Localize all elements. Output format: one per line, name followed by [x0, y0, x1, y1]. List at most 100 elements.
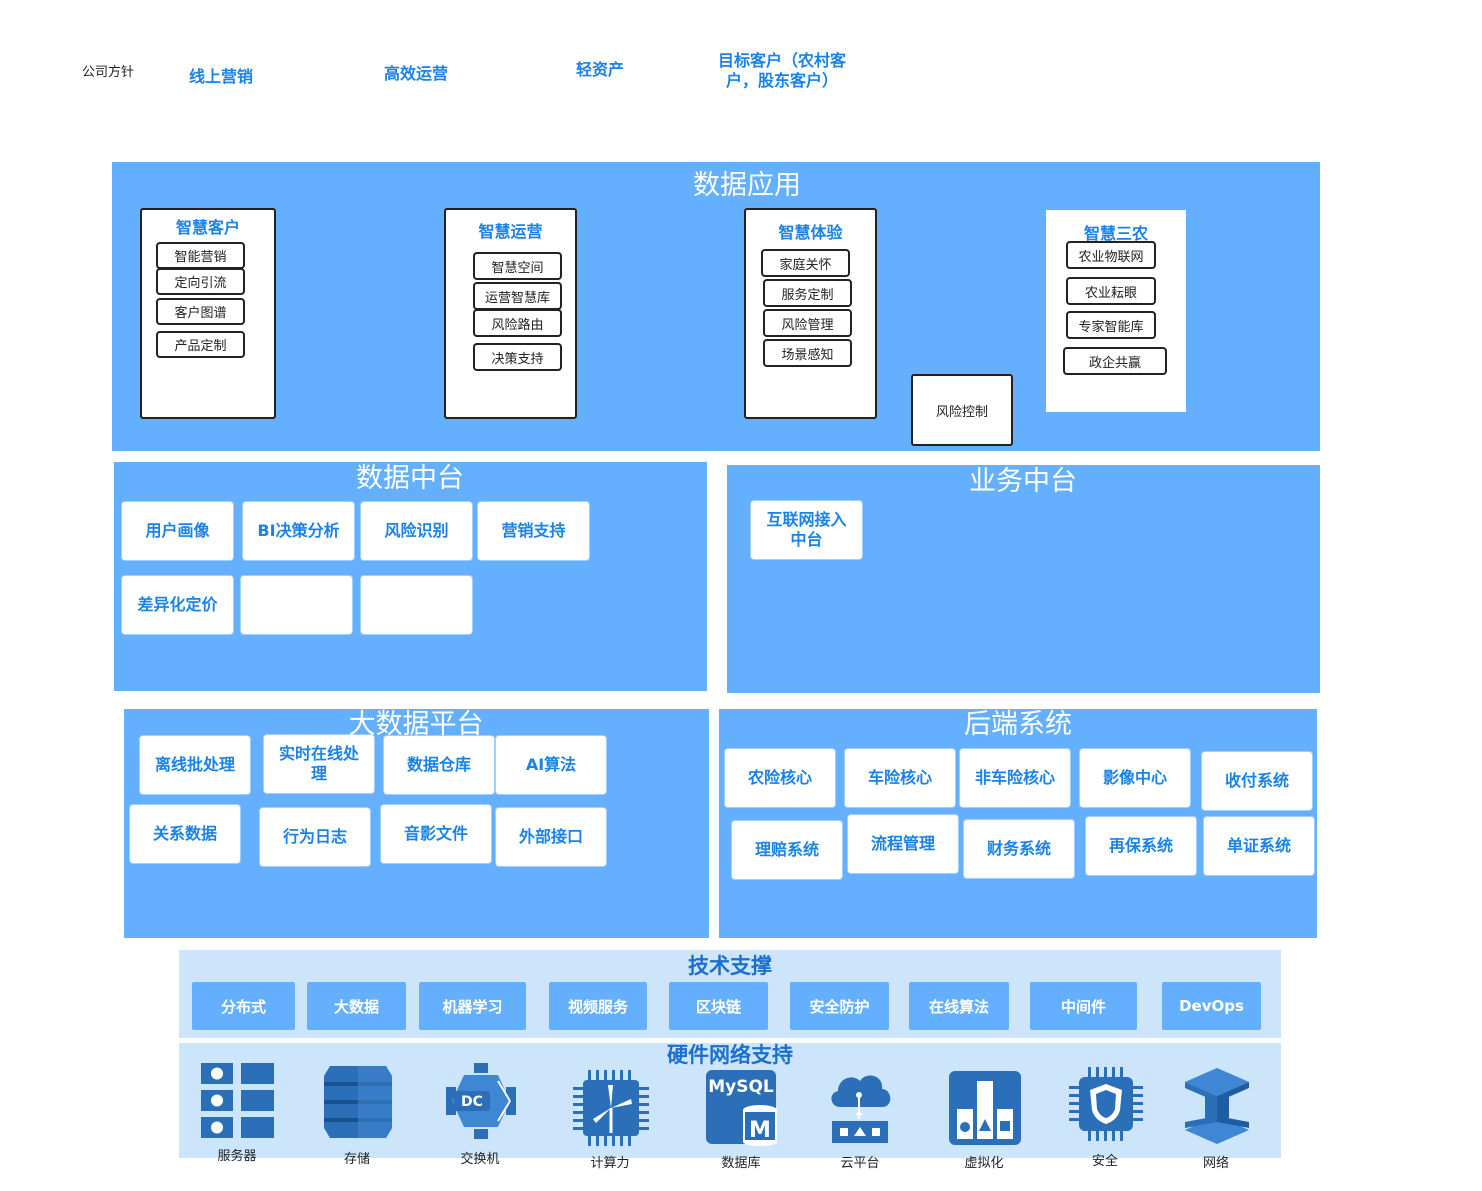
backend-tile[interactable]: 影像中心: [1080, 749, 1190, 807]
big-data-platform-panel: 大数据平台 离线批处理 实时在线处 理 数据仓库 AI算法 关系数据 行为日志 …: [124, 709, 709, 938]
big-data-tile[interactable]: 外部接口: [496, 808, 606, 866]
data-application-title: 数据应用: [693, 170, 801, 201]
tech-support-band: 技术支撑 分布式 大数据 机器学习 视频服务 区块链 安全防护 在线算法 中间件…: [179, 950, 1281, 1038]
smart-customer-item[interactable]: 客户图谱: [156, 298, 245, 325]
compute-icon: [573, 1070, 649, 1146]
hardware-label: 网络: [1202, 1156, 1230, 1171]
mysql-m-badge: M: [749, 1118, 771, 1143]
smart-customer-card: 智慧客户 智能营销 定向引流 客户图谱 产品定制: [140, 208, 276, 419]
smart-agriculture-title: 智慧三农: [1083, 224, 1148, 243]
smart-operation-title: 智慧运营: [478, 222, 543, 241]
backend-systems-title: 后端系统: [964, 709, 1072, 740]
risk-control-label: 风险控制: [935, 404, 988, 420]
storage-icon: [324, 1066, 392, 1138]
switch-icon: DC: [446, 1063, 516, 1139]
smart-agriculture-item[interactable]: 专家智能库: [1066, 311, 1156, 339]
tech-support-title: 技术支撑: [688, 954, 772, 978]
big-data-tile[interactable]: 实时在线处 理: [264, 735, 374, 793]
network-icon: [1185, 1068, 1249, 1144]
virtualization-icon: [949, 1071, 1021, 1145]
data-mid-tile[interactable]: BI决策分析: [243, 502, 354, 560]
security-icon: [1069, 1067, 1143, 1141]
hardware-label: 交换机: [460, 1152, 500, 1167]
smart-agriculture-card: 智慧三农 农业物联网 农业耘眼 专家智能库 政企共赢: [1046, 210, 1186, 412]
hardware-label: 虚拟化: [964, 1156, 1004, 1171]
tech-tile[interactable]: 视频服务: [549, 982, 647, 1030]
business-middle-platform-panel: 业务中台 互联网接入 中台: [727, 465, 1320, 693]
target-customer-line2: 户，股东客户）: [725, 71, 838, 90]
data-mid-tile[interactable]: 差异化定价: [122, 576, 233, 634]
smart-customer-title: 智慧客户: [175, 218, 240, 237]
backend-systems-panel: 后端系统 农险核心 车险核心 非车险核心 影像中心 收付系统 理赔系统 流程管理…: [719, 709, 1317, 938]
cloud-icon: [831, 1075, 891, 1143]
smart-customer-item[interactable]: 智能营销: [156, 242, 245, 269]
backend-tile[interactable]: 车险核心: [845, 749, 955, 807]
target-customer-line1: 目标客户（农村客: [717, 51, 846, 70]
tech-tile[interactable]: 机器学习: [419, 982, 526, 1030]
smart-experience-item[interactable]: 场景感知: [763, 339, 852, 367]
smart-experience-title: 智慧体验: [778, 223, 843, 242]
hardware-label: 云平台: [840, 1156, 880, 1171]
hardware-support-title: 硬件网络支持: [667, 1043, 793, 1067]
smart-operation-item[interactable]: 决策支持: [473, 343, 562, 371]
strategy-online-marketing: 线上营销: [188, 67, 253, 86]
big-data-tile[interactable]: 离线批处理: [140, 736, 250, 794]
switch-badge: DC: [461, 1094, 483, 1110]
tech-tile[interactable]: DevOps: [1162, 982, 1261, 1030]
smart-experience-item[interactable]: 服务定制: [763, 279, 852, 307]
realtime-line2: 理: [310, 764, 327, 783]
smart-operation-item[interactable]: 风险路由: [473, 309, 562, 337]
backend-tile[interactable]: 理赔系统: [732, 821, 842, 879]
smart-experience-item[interactable]: 家庭关怀: [761, 249, 850, 277]
smart-operation-item[interactable]: 智慧空间: [473, 252, 562, 280]
internet-access-tile[interactable]: 互联网接入 中台: [751, 501, 862, 559]
tech-tile[interactable]: 在线算法: [909, 982, 1009, 1030]
big-data-tile[interactable]: 数据仓库: [384, 736, 494, 794]
smart-agriculture-item[interactable]: 政企共赢: [1063, 347, 1167, 375]
backend-tile[interactable]: 单证系统: [1204, 817, 1314, 875]
big-data-tile[interactable]: AI算法: [496, 736, 606, 794]
strategy-light-asset: 轻资产: [575, 60, 624, 79]
header-label: 公司方针: [82, 65, 135, 80]
data-middle-platform-panel: 数据中台 用户画像 BI决策分析 风险识别 营销支持 差异化定价: [114, 462, 707, 691]
big-data-tile[interactable]: 行为日志: [260, 808, 370, 866]
data-application-panel: 数据应用 智慧客户 智能营销 定向引流 客户图谱 产品定制 智慧运营 智慧空间 …: [112, 162, 1320, 451]
big-data-tile[interactable]: 音影文件: [381, 805, 491, 863]
backend-tile[interactable]: 农险核心: [725, 749, 835, 807]
hardware-label: 计算力: [590, 1156, 630, 1171]
data-middle-platform-title: 数据中台: [356, 463, 464, 494]
smart-experience-item[interactable]: 风险管理: [763, 309, 852, 337]
data-mid-tile[interactable]: 营销支持: [478, 502, 589, 560]
tech-tile[interactable]: 分布式: [192, 982, 295, 1030]
risk-control-box[interactable]: 风险控制: [911, 374, 1013, 446]
hardware-label: 存储: [343, 1152, 371, 1167]
backend-tile[interactable]: 再保系统: [1086, 817, 1196, 875]
internet-access-line2: 中台: [790, 530, 823, 549]
internet-access-line1: 互联网接入: [766, 510, 847, 529]
smart-customer-item[interactable]: 定向引流: [156, 268, 245, 295]
backend-tile[interactable]: 流程管理: [848, 815, 958, 873]
business-middle-platform-title: 业务中台: [969, 466, 1077, 497]
server-icon: [201, 1063, 274, 1138]
backend-tile[interactable]: 财务系统: [964, 820, 1074, 878]
smart-operation-item[interactable]: 运营智慧库: [473, 282, 562, 310]
tech-tile[interactable]: 区块链: [669, 982, 768, 1030]
hardware-label: 安全: [1091, 1154, 1119, 1169]
mysql-badge: MySQL: [708, 1077, 774, 1097]
backend-tile[interactable]: 收付系统: [1202, 752, 1312, 810]
hardware-label: 数据库: [721, 1156, 761, 1171]
tech-tile[interactable]: 大数据: [307, 982, 406, 1030]
smart-customer-item[interactable]: 产品定制: [156, 331, 245, 358]
smart-agriculture-item[interactable]: 农业物联网: [1066, 241, 1156, 269]
backend-tile[interactable]: 非车险核心: [960, 749, 1070, 807]
smart-operation-card: 智慧运营 智慧空间 运营智慧库 风险路由 决策支持: [444, 208, 577, 419]
big-data-platform-title: 大数据平台: [348, 709, 484, 740]
data-mid-tile[interactable]: 风险识别: [361, 502, 472, 560]
data-mid-tile[interactable]: 用户画像: [122, 502, 233, 560]
tech-tile[interactable]: 中间件: [1030, 982, 1137, 1030]
tech-tile[interactable]: 安全防护: [790, 982, 889, 1030]
big-data-tile[interactable]: 关系数据: [130, 805, 240, 863]
data-mid-tile-empty[interactable]: [241, 576, 352, 634]
smart-agriculture-item[interactable]: 农业耘眼: [1066, 277, 1156, 305]
data-mid-tile-empty[interactable]: [361, 576, 472, 634]
